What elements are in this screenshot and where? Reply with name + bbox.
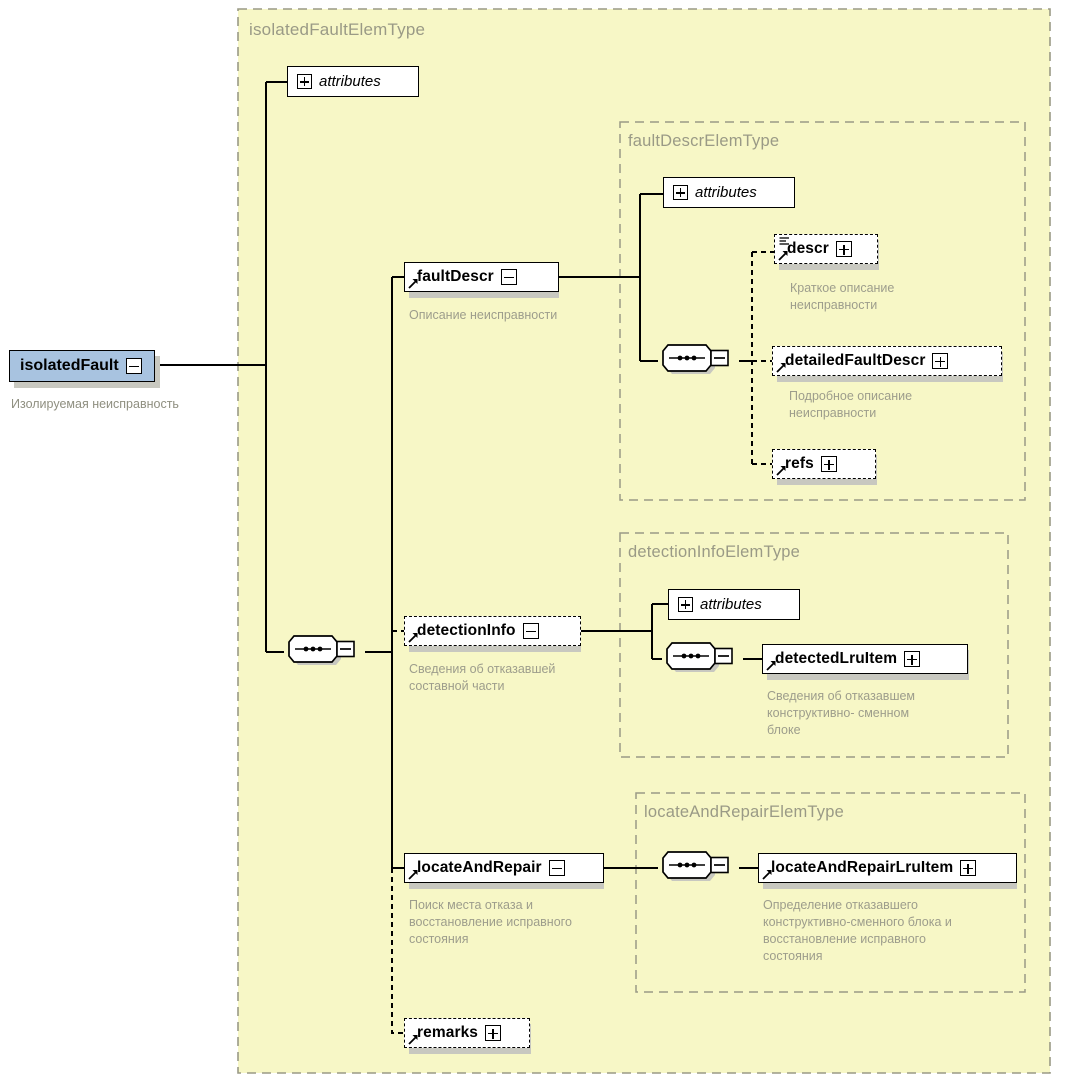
simple-content-icon [779,237,789,245]
attributes-box-root[interactable]: attributes [287,66,419,97]
element-node-detectedLruItem[interactable]: detectedLruItem [762,644,968,674]
attributes-label: attributes [319,73,381,90]
collapse-toggle-detectionInfo[interactable] [522,623,539,639]
sequence-icon [662,851,729,881]
documentation-detectedLruItem: Сведения об отказавшем конструктивно- см… [767,689,916,737]
sequence-icon [288,635,355,665]
documentation-locateAndRepair: Поиск места отказа и восстановление испр… [409,898,572,946]
sequence-connector-fault-descr[interactable] [658,343,742,381]
element-name-detailedFaultDescr: detailedFaultDescr [785,352,926,370]
element-name-isolatedFault: isolatedFault [20,357,119,374]
element-name-detectionInfo: detectionInfo [417,622,516,640]
expand-toggle-detailedFaultDescr[interactable] [932,353,949,369]
plus-box-icon[interactable] [678,597,693,612]
expand-toggle-locateAndRepairLruItem[interactable] [960,860,977,876]
type-group-label-faultDescrElemType: faultDescrElemType [628,132,780,150]
element-name-locateAndRepair: locateAndRepair [417,859,542,877]
sequence-connector-root[interactable] [284,634,368,672]
collapse-toggle-isolatedFault[interactable] [125,358,142,374]
attributes-box-fault-descr[interactable]: attributes [663,177,795,208]
element-node-faultDescr[interactable]: faultDescr [404,262,559,292]
documentation-detectionInfo: Сведения об отказавшей составной части [409,662,556,693]
sequence-connector-locate-repair[interactable] [658,850,742,888]
type-group-label-detectionInfoElemType: detectionInfoElemType [628,543,801,561]
element-node-descr[interactable]: descr [774,234,878,264]
element-node-detectionInfo[interactable]: detectionInfo [404,616,581,646]
element-name-locateAndRepairLruItem: locateAndRepairLruItem [771,859,954,877]
expand-toggle-remarks[interactable] [485,1025,502,1041]
documentation-locateAndRepairLruItem: Определение отказавшего конструктивно-см… [763,898,952,963]
element-name-remarks: remarks [417,1024,479,1042]
sequence-icon [662,344,729,374]
attributes-label: attributes [700,596,762,613]
attributes-label: attributes [695,184,757,201]
plus-box-icon[interactable] [297,74,312,89]
documentation-isolatedFault: Изолируемая неисправность [11,397,179,411]
collapse-toggle-locateAndRepair[interactable] [548,860,565,876]
documentation-detailedFaultDescr: Подробное описание неисправности [789,389,913,420]
type-group-label-locateAndRepairElemType: locateAndRepairElemType [644,803,844,821]
collapse-toggle-faultDescr[interactable] [500,269,517,285]
attributes-box-detection-info[interactable]: attributes [668,589,800,620]
element-node-refs[interactable]: refs [772,449,876,479]
expand-toggle-descr[interactable] [835,241,852,257]
type-group-label-isolatedFaultElemType: isolatedFaultElemType [249,20,426,39]
element-name-refs: refs [785,455,814,473]
element-name-descr: descr [787,240,829,258]
documentation-descr: Краткое описание неисправности [790,281,895,312]
expand-toggle-refs[interactable] [820,456,837,472]
expand-toggle-detectedLruItem[interactable] [904,651,921,667]
element-name-faultDescr: faultDescr [417,268,494,286]
element-node-isolatedFault[interactable]: isolatedFault [9,350,155,382]
element-node-detailedFaultDescr[interactable]: detailedFaultDescr [772,346,1002,376]
sequence-icon [666,642,733,672]
plus-box-icon[interactable] [673,185,688,200]
element-node-locateAndRepairLruItem[interactable]: locateAndRepairLruItem [758,853,1017,883]
element-name-detectedLruItem: detectedLruItem [775,650,898,668]
element-node-locateAndRepair[interactable]: locateAndRepair [404,853,604,883]
documentation-faultDescr: Описание неисправности [409,308,558,322]
element-node-remarks[interactable]: remarks [404,1018,530,1048]
sequence-connector-detection-info[interactable] [662,641,746,679]
